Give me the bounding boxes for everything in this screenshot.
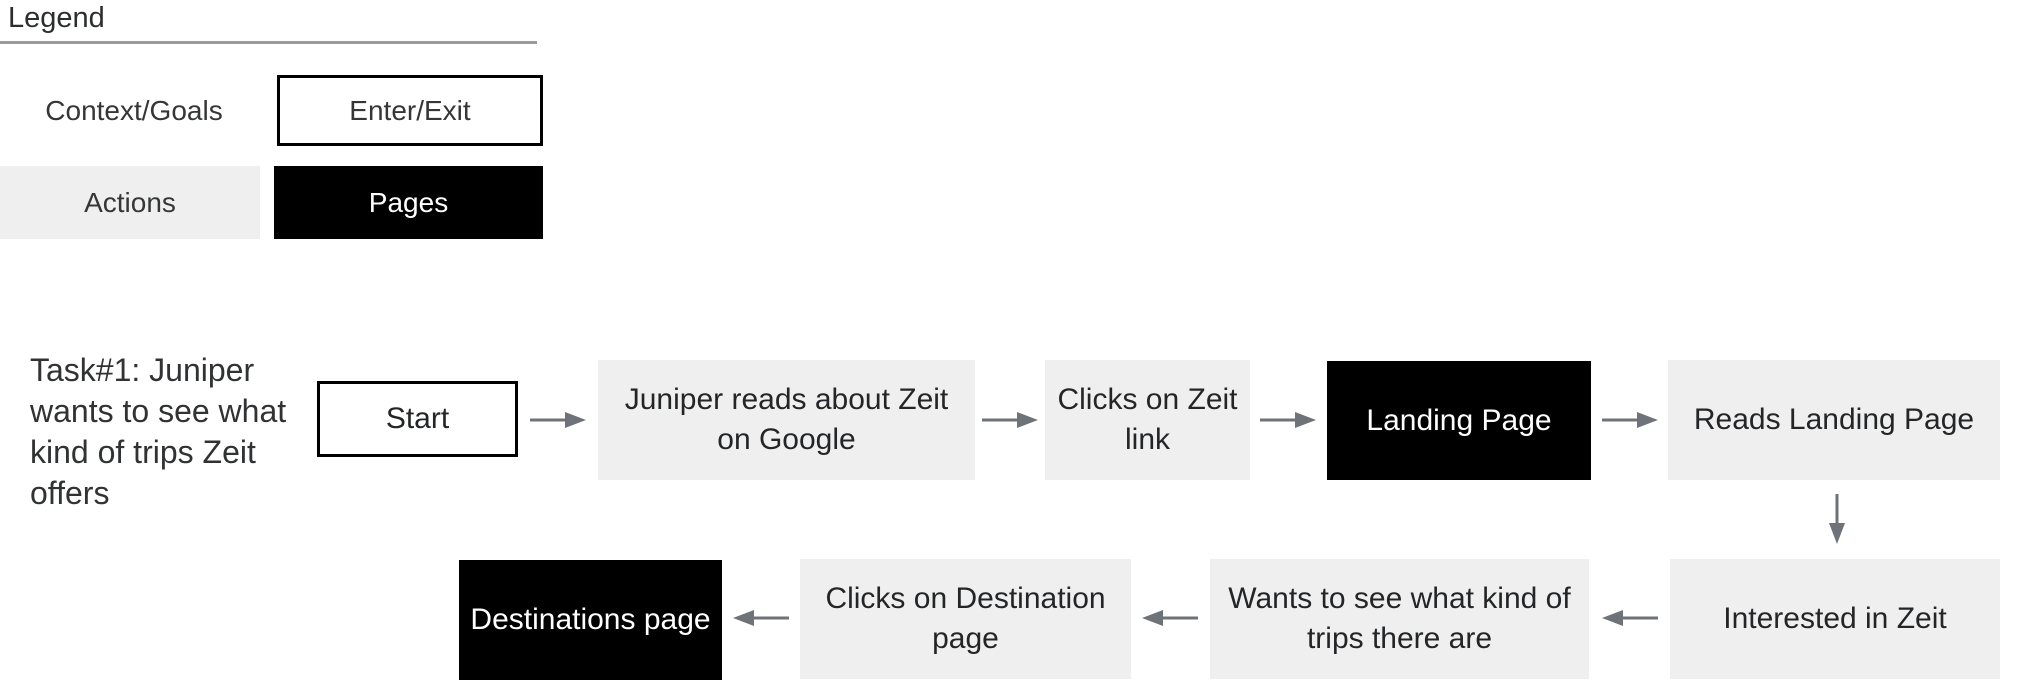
arrow-left-icon (1142, 609, 1198, 627)
flow-node-label: Start (385, 402, 450, 435)
flow-node-clicks-on-zeit-link[interactable]: Clicks on Zeit link (1045, 360, 1250, 480)
legend-item-enter-exit[interactable]: Enter/Exit (277, 75, 543, 146)
flow-node-reads-landing-page[interactable]: Reads Landing Page (1668, 360, 2000, 480)
flow-node-label: Reads Landing Page (1693, 403, 1975, 436)
legend-item-actions[interactable]: Actions (0, 166, 260, 239)
flow-node-start[interactable]: Start (317, 381, 518, 457)
legend-title: Legend (8, 2, 105, 34)
flow-node-label: Landing Page (1366, 403, 1552, 437)
arrow-right-icon (1260, 411, 1316, 429)
flow-node-wants-to-see-trips[interactable]: Wants to see what kind of trips there ar… (1210, 559, 1589, 679)
flow-node-label: Clicks on Destination page (825, 582, 1106, 655)
arrow-right-icon (982, 411, 1038, 429)
flow-node-destinations-page[interactable]: Destinations page (459, 560, 722, 680)
flow-node-landing-page[interactable]: Landing Page (1327, 361, 1591, 480)
flow-node-label: Juniper reads about Zeit on Google (624, 383, 949, 456)
legend-item-label: Pages (368, 186, 449, 218)
arrow-right-icon (530, 411, 586, 429)
arrow-right-icon (1602, 411, 1658, 429)
flow-node-interested-in-zeit[interactable]: Interested in Zeit (1670, 559, 2000, 679)
flow-node-juniper-reads-about-zeit[interactable]: Juniper reads about Zeit on Google (598, 360, 975, 480)
legend-item-label: Enter/Exit (349, 94, 471, 126)
legend-item-label: Context/Goals (45, 94, 223, 126)
flow-node-label: Clicks on Zeit link (1057, 383, 1238, 456)
legend-item-pages[interactable]: Pages (274, 166, 543, 239)
legend-item-context-goals: Context/Goals (0, 75, 268, 146)
legend-divider (0, 41, 537, 44)
arrow-down-icon (1828, 494, 1846, 544)
legend-item-label: Actions (84, 186, 176, 218)
flow-node-clicks-on-destination-page[interactable]: Clicks on Destination page (800, 559, 1131, 679)
task-description: Task#1: Juniper wants to see what kind o… (30, 352, 287, 511)
arrow-left-icon (1602, 609, 1658, 627)
arrow-left-icon (733, 609, 789, 627)
flow-node-label: Interested in Zeit (1723, 602, 1947, 635)
flow-node-label: Destinations page (470, 603, 711, 636)
flow-node-label: Wants to see what kind of trips there ar… (1228, 582, 1571, 655)
